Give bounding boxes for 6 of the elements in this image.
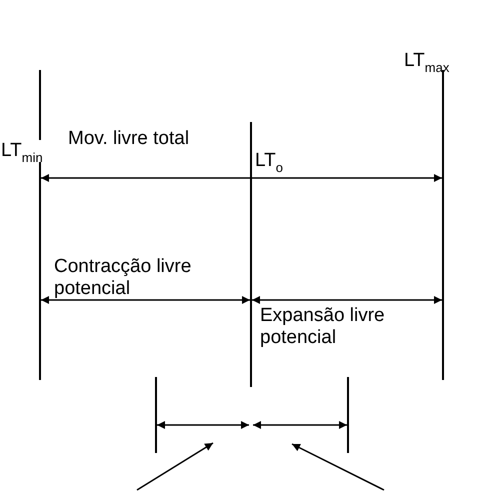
dimension-label: Expansão livre potencial — [260, 305, 386, 349]
dimension-label: Mov. livre total — [68, 128, 190, 150]
limit-label: LT$_{max}$ — [404, 50, 450, 72]
dimension-label: Contracção livre potencial — [54, 256, 192, 300]
limit-label: LT$_{min}$ — [0, 140, 44, 162]
limit-label: LT$_{o}$ — [255, 150, 283, 172]
